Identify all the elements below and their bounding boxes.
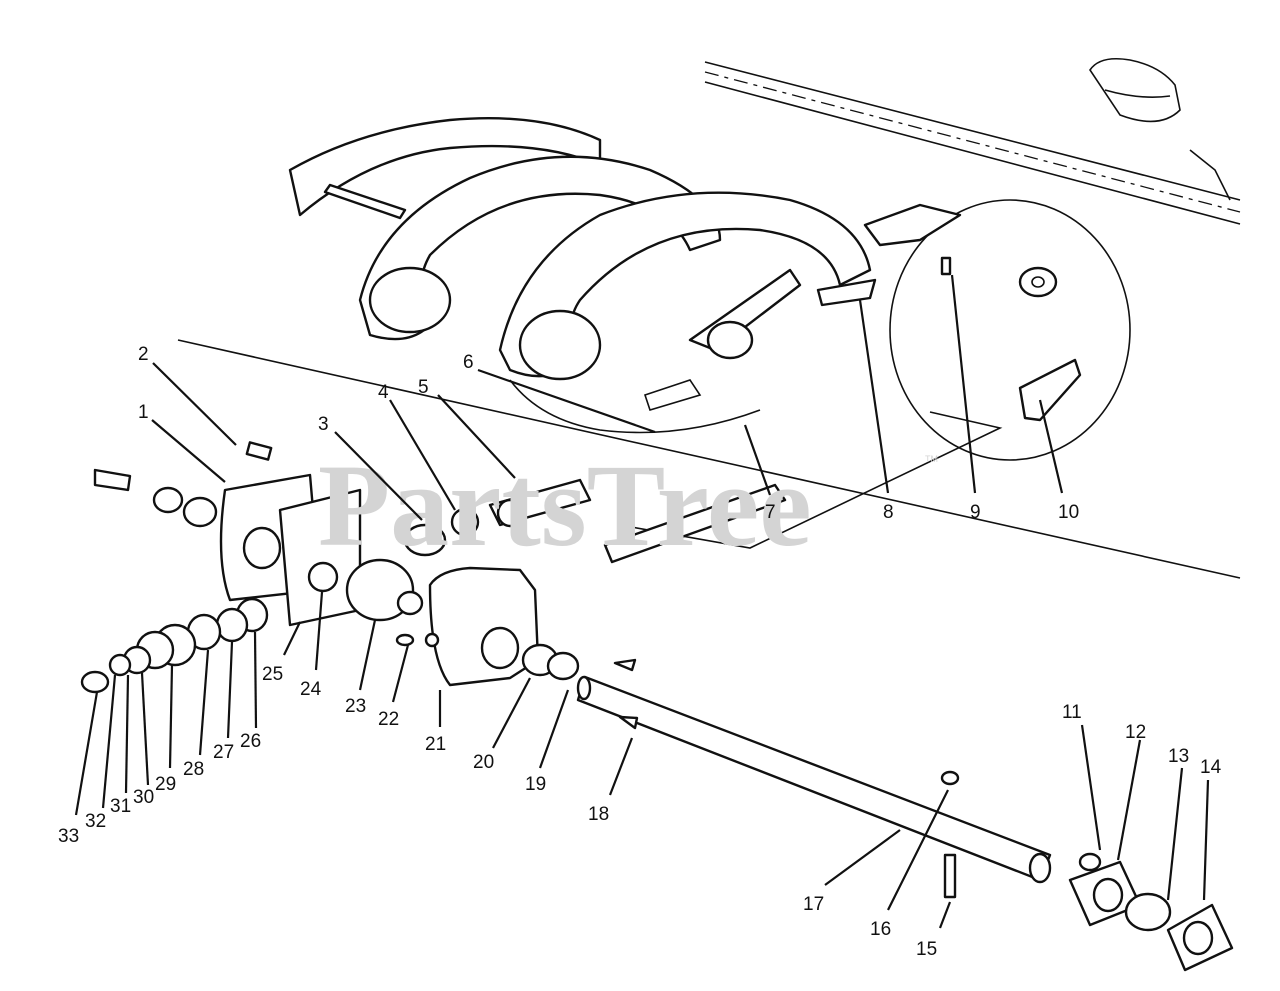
callout-1: 1 (138, 402, 149, 423)
gearbox-half-right (395, 566, 580, 687)
side-plate (863, 199, 1131, 461)
bearing-stack (80, 597, 269, 694)
callout-5: 5 (418, 377, 429, 398)
gear (345, 558, 424, 622)
callout-22: 22 (378, 709, 399, 730)
callout-17: 17 (803, 894, 824, 915)
bearing-flanges (1068, 852, 1234, 972)
callout-11: 11 (1062, 702, 1082, 723)
callout-labels: 1 2 3 4 5 6 7 8 9 10 11 12 13 14 15 16 1… (58, 344, 1222, 960)
gearbox-half-left (93, 441, 447, 627)
drive-tube (576, 658, 1052, 899)
callout-21: 21 (425, 734, 446, 755)
callout-10: 10 (1058, 502, 1079, 523)
callout-24: 24 (300, 679, 322, 700)
watermark-trademark: TM (925, 454, 938, 464)
callout-19: 19 (525, 774, 546, 795)
callout-27: 27 (213, 742, 234, 763)
callout-33: 33 (58, 826, 79, 847)
housing-frame (704, 57, 1241, 225)
callout-9: 9 (970, 502, 981, 523)
callout-16: 16 (870, 919, 891, 940)
callout-7: 7 (765, 502, 776, 523)
callout-29: 29 (155, 774, 176, 795)
callout-13: 13 (1168, 746, 1189, 767)
callout-4: 4 (378, 382, 389, 403)
leader-lines (74, 274, 1210, 929)
auger-shaft (450, 478, 787, 564)
callout-2: 2 (138, 344, 149, 365)
callout-20: 20 (473, 752, 494, 773)
callout-31: 31 (110, 796, 131, 817)
callout-14: 14 (1200, 757, 1222, 778)
callout-26: 26 (240, 731, 261, 752)
auger-assembly (288, 117, 877, 434)
callout-8: 8 (883, 502, 894, 523)
callout-15: 15 (916, 939, 937, 960)
watermark: PartsTree TM (318, 440, 938, 571)
callout-23: 23 (345, 696, 366, 717)
callout-6: 6 (463, 352, 474, 373)
callout-28: 28 (183, 759, 204, 780)
watermark-text: PartsTree (318, 440, 812, 571)
callout-12: 12 (1125, 722, 1146, 743)
callout-3: 3 (318, 414, 329, 435)
callout-32: 32 (85, 811, 106, 832)
callout-30: 30 (133, 787, 154, 808)
callout-18: 18 (588, 804, 609, 825)
callout-25: 25 (262, 664, 283, 685)
